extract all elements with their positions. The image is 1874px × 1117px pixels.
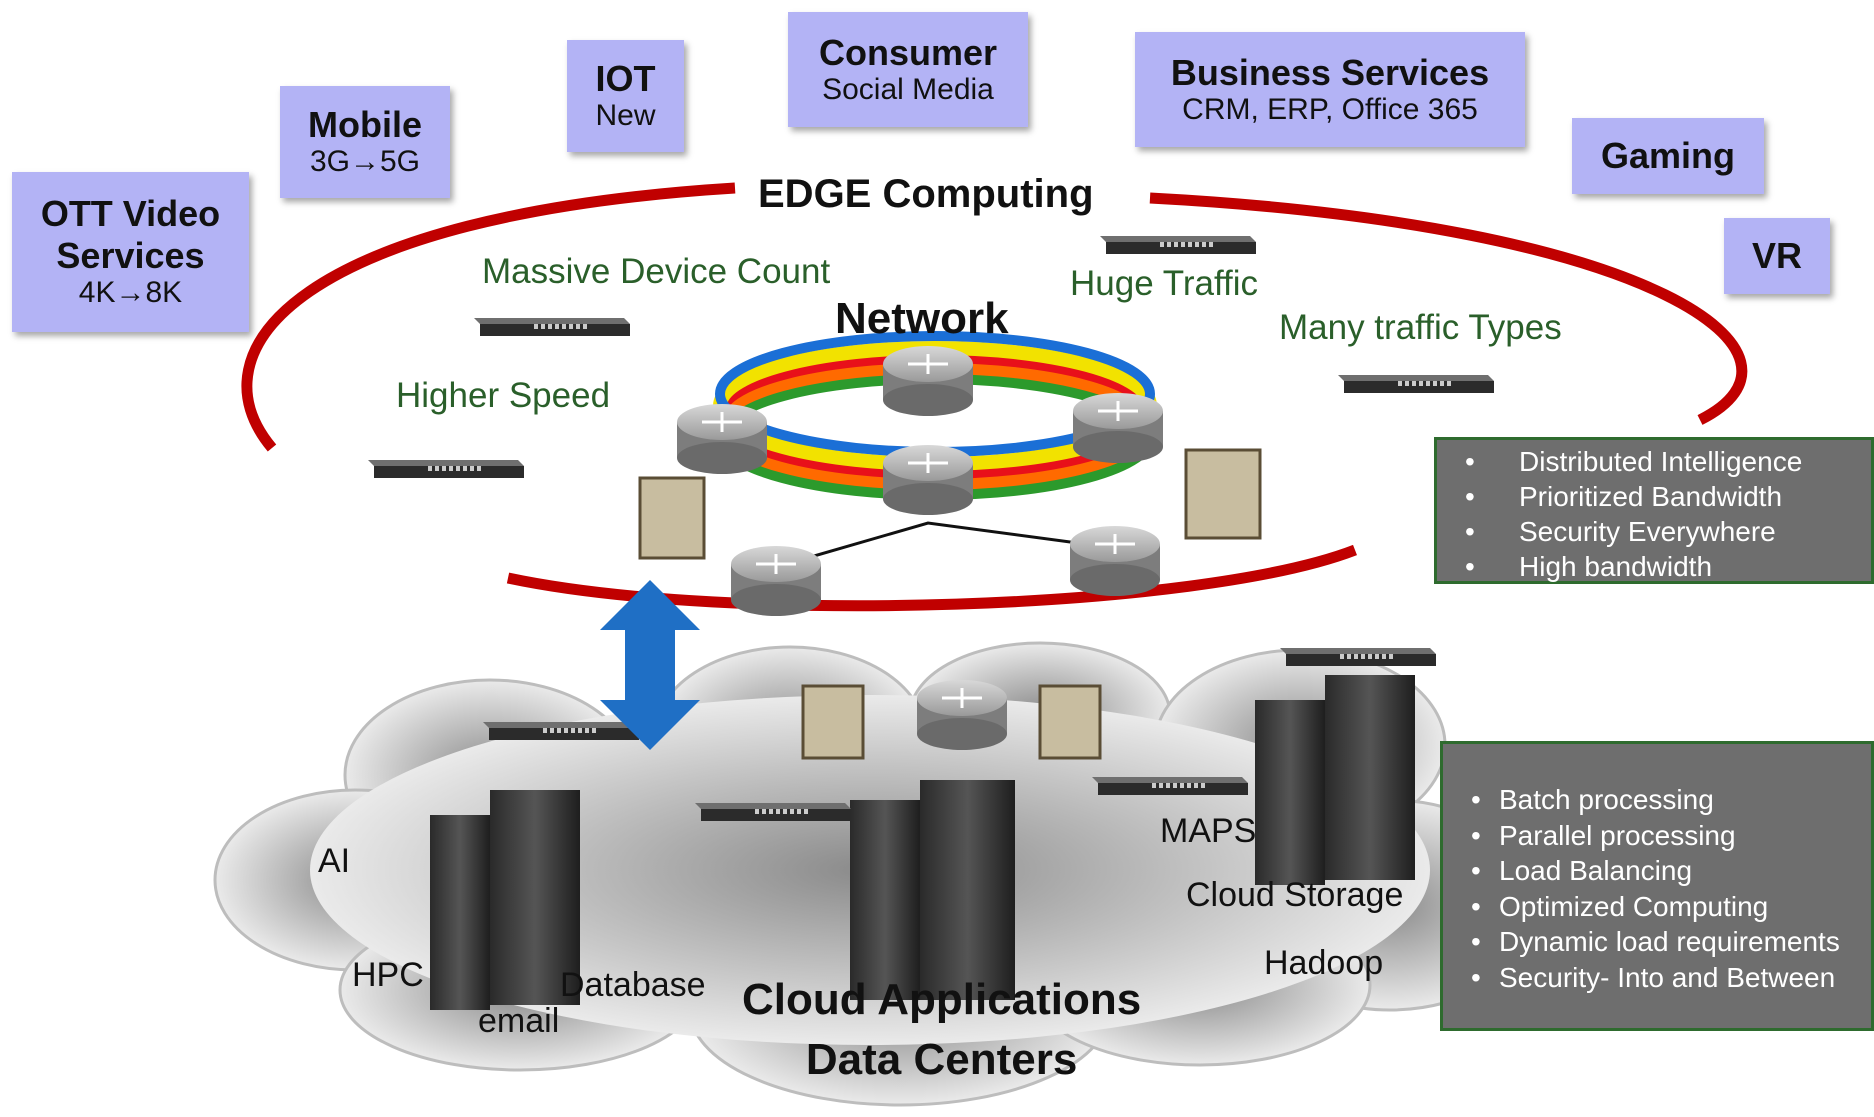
tag-mobile: Mobile 3G→5G — [280, 86, 450, 198]
app-hpc: HPC — [352, 956, 424, 994]
cloud-feature-item: Optimized Computing — [1443, 889, 1871, 925]
edge-features-list: Distributed Intelligence Prioritized Ban… — [1437, 440, 1871, 584]
tag-title: VR — [1751, 235, 1802, 277]
tag-subtitle: 3G→5G — [309, 145, 421, 179]
switch-icon — [1100, 236, 1256, 254]
tag-iot: IOT New — [567, 40, 684, 152]
cloud-feature-item: Load Balancing — [1443, 853, 1871, 889]
cloud-feature-item: Dynamic load requirements — [1443, 924, 1871, 960]
cloud-title-line-1: Cloud Applications — [742, 975, 1142, 1024]
edge-computing-title: EDGE Computing — [758, 172, 1094, 216]
edge-feature-item: Distributed Intelligence — [1437, 444, 1871, 479]
edge-ring — [241, 182, 1748, 612]
cloud-feature-item: Security- Into and Between — [1443, 960, 1871, 996]
app-maps: MAPS — [1160, 812, 1257, 850]
bidirectional-arrow-icon — [600, 580, 700, 750]
switch-icon — [695, 803, 851, 821]
app-hadoop: Hadoop — [1264, 944, 1384, 982]
cloud-features-list: Batch processing Parallel processing Loa… — [1443, 744, 1871, 995]
switch-icon — [1280, 648, 1436, 666]
tag-subtitle: 4K→8K — [78, 276, 183, 310]
switch-icon — [474, 318, 630, 336]
router-icon — [1070, 526, 1160, 596]
rack-photo-icons — [638, 448, 1262, 760]
tag-subtitle: Social Media — [822, 72, 994, 106]
feature-text: Security Everywhere — [1519, 516, 1776, 547]
label-massive-device-count: Massive Device Count — [482, 252, 831, 291]
tag-consumer: Consumer Social Media — [788, 12, 1028, 127]
edge-feature-item: Security Everywhere — [1437, 514, 1871, 549]
router-icon — [917, 680, 1007, 750]
cloud-feature-item: Batch processing — [1443, 782, 1871, 818]
switch-icon — [1092, 777, 1248, 795]
network-links — [775, 521, 1116, 569]
tag-vr: VR — [1724, 218, 1830, 294]
tag-title: Business Services — [1170, 51, 1490, 93]
app-cloud-storage: Cloud Storage — [1186, 876, 1404, 914]
app-email: email — [478, 1002, 560, 1040]
tag-subtitle: CRM, ERP, Office 365 — [1182, 92, 1478, 126]
switch-icon — [368, 460, 524, 478]
router-icon — [1073, 393, 1163, 463]
tag-title: OTT Video Services — [40, 193, 221, 276]
tag-gaming: Gaming — [1572, 118, 1764, 194]
router-icon — [883, 445, 973, 515]
router-icon — [883, 346, 973, 416]
tag-title: Consumer — [818, 31, 998, 73]
tag-title: Mobile — [308, 104, 422, 146]
switch-icon — [483, 722, 639, 740]
app-database: Database — [560, 966, 706, 1004]
cloud-title: Cloud Applications Data Centers — [742, 970, 1141, 1090]
router-icon — [677, 404, 767, 474]
server-rack-icon — [430, 675, 1415, 1010]
label-many-traffic-types: Many traffic Types — [1279, 308, 1562, 347]
cloud-title-line-2: Data Centers — [805, 1035, 1078, 1084]
feature-text: Optimized Computing — [1499, 890, 1769, 922]
feature-text: High bandwidth — [1519, 551, 1713, 582]
label-higher-speed: Higher Speed — [396, 376, 611, 415]
feature-text: Distributed Intelligence — [1519, 446, 1803, 477]
app-ai: AI — [318, 842, 351, 880]
edge-features-box: Distributed Intelligence Prioritized Ban… — [1434, 437, 1874, 584]
switch-icons — [368, 236, 1494, 821]
feature-text: Prioritized Bandwidth — [1519, 481, 1783, 512]
edge-feature-item: High bandwidth — [1437, 549, 1871, 584]
feature-text: Dynamic load requirements — [1499, 926, 1840, 957]
cloud-features-box: Batch processing Parallel processing Loa… — [1440, 741, 1874, 1031]
tag-title: IOT — [595, 58, 656, 100]
cloud-feature-item: Parallel processing — [1443, 818, 1871, 854]
edge-feature-item: Prioritized Bandwidth — [1437, 479, 1871, 514]
router-icon — [731, 546, 821, 616]
tag-ott-video: OTT Video Services 4K→8K — [12, 172, 249, 332]
feature-text: Security- Into and Between — [1499, 961, 1836, 993]
feature-text: Batch processing — [1499, 784, 1714, 815]
feature-text: Load Balancing — [1499, 855, 1693, 886]
tag-subtitle: New — [595, 99, 656, 133]
tag-title: Gaming — [1600, 135, 1735, 177]
tag-business-services: Business Services CRM, ERP, Office 365 — [1135, 32, 1525, 147]
label-huge-traffic: Huge Traffic — [1070, 264, 1259, 303]
network-label: Network — [835, 294, 1009, 343]
switch-icon — [1338, 375, 1494, 393]
router-icons — [677, 346, 1163, 750]
feature-text: Parallel processing — [1499, 819, 1736, 851]
